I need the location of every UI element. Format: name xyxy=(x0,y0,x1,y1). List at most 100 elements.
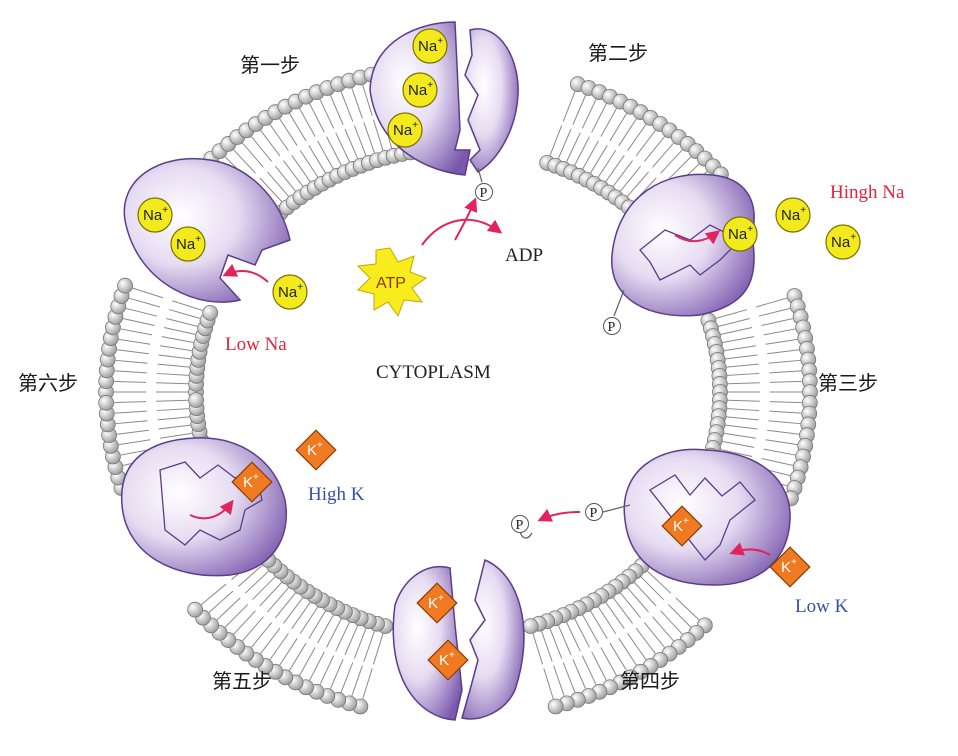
lipid-tail xyxy=(242,616,264,642)
phosphate-group: P xyxy=(585,503,603,521)
lipid-tail xyxy=(667,156,692,180)
sodium-ion-label: Na+ xyxy=(418,36,443,55)
lipid-tail xyxy=(125,307,158,317)
phosphate-group: P xyxy=(511,515,529,533)
lipid-tail xyxy=(363,122,375,153)
lipid-tail xyxy=(716,309,748,319)
lipid-tail xyxy=(269,124,289,151)
phosphate-label: P xyxy=(480,186,488,201)
lipid-tail xyxy=(597,149,617,178)
lipid-tail xyxy=(120,328,153,336)
sodium-ion: Na+ xyxy=(272,274,308,310)
lipid-tail xyxy=(722,336,755,343)
lipid-tail xyxy=(260,130,281,157)
lipid-tail xyxy=(635,130,656,157)
lipid-tail xyxy=(640,576,664,601)
lipid-tail xyxy=(114,370,147,374)
lipid-tail xyxy=(158,354,191,360)
lipid-tail xyxy=(351,88,363,119)
sodium-ion: Na+ xyxy=(402,72,438,108)
sodium-ion: Na+ xyxy=(387,112,423,148)
lipid-tail xyxy=(216,597,241,621)
lipid-tail xyxy=(156,382,189,385)
lipid-tail xyxy=(761,318,793,326)
lipid-tail xyxy=(260,627,281,654)
lipid-tail xyxy=(727,408,760,412)
lipid-tail xyxy=(727,399,760,402)
lipid-tail xyxy=(353,628,367,659)
lipid-tail xyxy=(572,659,586,689)
lipid-tail xyxy=(727,382,760,385)
lipid-tail xyxy=(299,149,319,178)
lipid-tail xyxy=(372,633,384,665)
lipid-tail xyxy=(667,604,692,628)
lipid-tail xyxy=(166,318,198,327)
lipid-head xyxy=(117,277,133,294)
step-label-2: 第二步 xyxy=(588,41,648,65)
lipid-tail xyxy=(208,590,234,613)
step-label-5: 第五步 xyxy=(212,669,272,693)
lipid-tail xyxy=(581,99,597,129)
lipid-tail xyxy=(724,432,757,439)
lipid-tail xyxy=(765,439,798,446)
lipid-tail xyxy=(308,145,326,174)
lipid-tail xyxy=(652,616,674,642)
lipid-tail xyxy=(627,587,649,613)
lipid-tail xyxy=(159,345,192,352)
lipid-tail xyxy=(351,665,363,696)
lipid-tail xyxy=(660,610,683,635)
lipid-tail xyxy=(590,145,608,174)
lipid-tail xyxy=(769,370,802,374)
sodium-ion: Na+ xyxy=(137,197,173,233)
sodium-ion: Na+ xyxy=(775,197,811,233)
lipid-tail xyxy=(224,604,249,628)
ions-layer: Na+Na+Na+Na+Na+Na+Na+Na+Na+K+K+K+K+K+K+P… xyxy=(137,28,861,681)
transport-arrows xyxy=(189,197,771,556)
lipid-tail xyxy=(362,668,373,700)
lipid-tail xyxy=(156,399,189,402)
lipid-tail xyxy=(609,113,627,142)
lipid-tail xyxy=(259,177,282,202)
sodium-ion-label: Na+ xyxy=(393,120,418,139)
lipid-tail xyxy=(597,606,617,635)
lipid-tail xyxy=(363,631,375,662)
lipid-tail xyxy=(763,328,796,336)
atp-starburst: ATP xyxy=(356,247,428,318)
lipid-tail xyxy=(582,140,599,170)
low-k-label: Low K xyxy=(795,596,849,617)
lipid-tail xyxy=(157,416,190,421)
lipid-tail xyxy=(259,582,282,607)
step-label-1: 第一步 xyxy=(240,53,300,77)
lipid-tail xyxy=(317,614,334,644)
lipid-tail xyxy=(114,380,147,383)
phosphate-label: P xyxy=(608,320,616,335)
lipid-tail xyxy=(660,149,683,174)
potassium-ion: K+ xyxy=(231,461,273,503)
lipid-tail xyxy=(620,165,642,192)
lipid-tail xyxy=(159,432,192,439)
pump-protein-left xyxy=(120,437,287,577)
lipid-tail xyxy=(251,622,272,648)
lipid-tail xyxy=(344,128,359,159)
lipid-head xyxy=(202,304,219,321)
lipid-tail xyxy=(372,119,384,151)
lipid-tail xyxy=(252,576,276,601)
sodium-ion-label: Na+ xyxy=(831,232,856,251)
lipid-tail xyxy=(722,441,755,448)
lipid-tail xyxy=(574,618,590,648)
lipid-tail xyxy=(549,125,563,156)
pump-protein-lower-right xyxy=(623,448,791,586)
lipid-tail xyxy=(720,449,753,457)
lipid-tail xyxy=(168,309,200,319)
potassium-ion: K+ xyxy=(769,546,811,588)
sodium-ion: Na+ xyxy=(825,224,861,260)
step-label-3: 第三步 xyxy=(818,371,878,395)
lipid-tail xyxy=(283,160,304,187)
sodium-ion: Na+ xyxy=(412,28,448,64)
lipid-tail xyxy=(299,108,316,137)
lipid-tail xyxy=(132,287,164,299)
lipid-tail xyxy=(727,372,760,376)
lipid-tail xyxy=(289,113,307,142)
lipid-tail xyxy=(769,410,802,414)
lipid-tail xyxy=(274,592,296,619)
